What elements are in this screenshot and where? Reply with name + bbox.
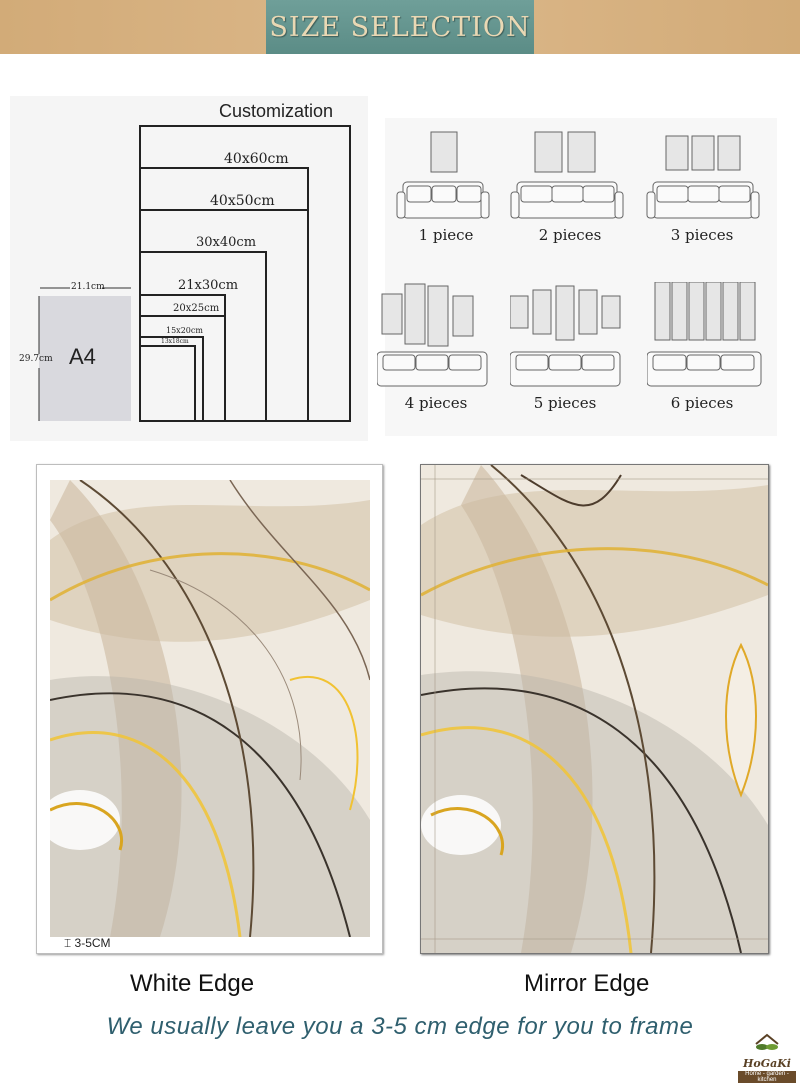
size-label-40x60: 40x60cm xyxy=(224,151,289,167)
brand-name: HoGaKi xyxy=(743,1057,791,1070)
frame-note: We usually leave you a 3-5 cm edge for y… xyxy=(106,1013,694,1040)
a4-width-label: 21.1cm xyxy=(71,282,105,292)
piece-label-3: 3 pieces xyxy=(670,226,734,244)
brand-logo: HoGaKi Home - garden - kitchen xyxy=(738,1032,796,1083)
header-title-box: SIZE SELECTION xyxy=(266,0,534,54)
sofa-wall-drawing xyxy=(376,283,488,387)
size-label-13x18: 13x18cm xyxy=(161,338,189,345)
customization-label: Customization xyxy=(219,101,334,121)
size-label-40x50: 40x50cm xyxy=(210,193,275,209)
sofa-wall-drawing xyxy=(646,281,762,387)
brand-tagline: Home - garden - kitchen xyxy=(738,1071,796,1083)
white-edge-canvas xyxy=(36,464,383,954)
a4-sheet xyxy=(39,296,131,421)
sofa-wall-drawing xyxy=(646,135,760,219)
abstract-artwork xyxy=(421,465,768,953)
size-label-15x20: 15x20cm xyxy=(166,326,203,335)
sofa-wall-drawing xyxy=(396,131,490,219)
size-chart: Customization 40x60cm 40x50cm 30x40cm 21… xyxy=(10,96,368,441)
sofa-wall-drawing xyxy=(509,285,621,387)
white-edge-label: White Edge xyxy=(130,970,255,997)
piece-option-3: 3 pieces xyxy=(643,118,773,268)
sofa-wall-drawing xyxy=(510,131,624,219)
piece-option-6: 6 pieces xyxy=(646,281,777,432)
header-banner: SIZE SELECTION xyxy=(0,0,800,54)
size-label-20x25: 20x25cm xyxy=(173,303,220,314)
house-leaf-icon xyxy=(755,1033,779,1050)
piece-option-1: 1 piece xyxy=(385,118,515,268)
edge-measure-label: ⌶ 3-5CM xyxy=(64,936,111,950)
piece-label-1: 1 piece xyxy=(418,226,474,244)
size-label-21x30: 21x30cm xyxy=(178,278,239,293)
size-label-30x40: 30x40cm xyxy=(196,235,257,250)
a4-height-label: 29.7cm xyxy=(19,354,53,364)
size-frames-drawing xyxy=(38,125,351,422)
piece-option-5: 5 pieces xyxy=(509,282,640,432)
page-title: SIZE SELECTION xyxy=(269,11,531,43)
piece-label-2: 2 pieces xyxy=(538,226,602,244)
edge-bracket-icon: ⌶ xyxy=(64,936,75,950)
a4-label: A4 xyxy=(69,344,96,369)
piece-label-4: 4 pieces xyxy=(404,394,468,412)
piece-option-4: 4 pieces xyxy=(376,282,507,432)
piece-option-2: 2 pieces xyxy=(505,118,635,268)
piece-label-5: 5 pieces xyxy=(533,394,597,412)
mirror-edge-canvas xyxy=(420,464,769,954)
piece-options: 1 piece 2 pieces xyxy=(376,118,777,436)
piece-label-6: 6 pieces xyxy=(670,394,734,412)
mirror-edge-label: Mirror Edge xyxy=(524,970,650,997)
abstract-artwork xyxy=(50,480,370,937)
